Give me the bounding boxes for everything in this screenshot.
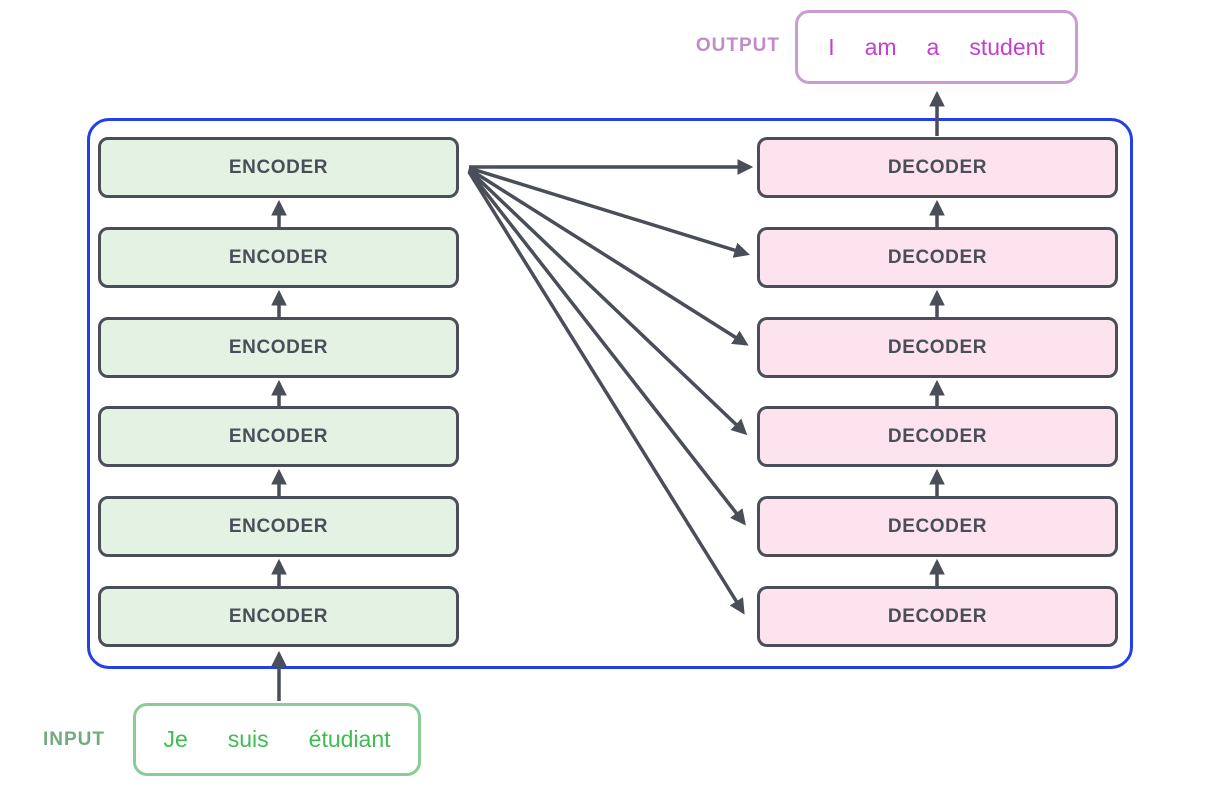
input-token: Je (163, 726, 188, 752)
decoder-label: DECODER (887, 246, 988, 268)
encoder-decoder-container (87, 118, 1133, 669)
input-token: étudiant (308, 726, 391, 752)
encoder-block: ENCODER (98, 317, 459, 378)
input-label: INPUT (43, 729, 105, 750)
encoder-block: ENCODER (98, 227, 459, 288)
decoder-block: DECODER (757, 137, 1118, 198)
decoder-label: DECODER (887, 336, 988, 358)
output-token: am (864, 33, 897, 60)
output-token: a (926, 33, 940, 60)
encoder-block: ENCODER (98, 137, 459, 198)
encoder-label: ENCODER (228, 425, 329, 447)
encoder-label: ENCODER (228, 336, 329, 358)
decoder-block: DECODER (757, 227, 1118, 288)
output-label: OUTPUT (695, 35, 780, 56)
decoder-block: DECODER (757, 317, 1118, 378)
decoder-block: DECODER (757, 496, 1118, 557)
output-token: student (969, 33, 1045, 60)
decoder-label: DECODER (887, 515, 988, 537)
encoder-block: ENCODER (98, 496, 459, 557)
decoder-label: DECODER (887, 605, 988, 627)
encoder-label: ENCODER (228, 515, 329, 537)
decoder-block: DECODER (757, 586, 1118, 647)
encoder-label: ENCODER (228, 605, 329, 627)
encoder-block: ENCODER (98, 586, 459, 647)
input-box: Je suis étudiant (133, 703, 421, 776)
decoder-label: DECODER (887, 156, 988, 178)
encoder-label: ENCODER (228, 156, 329, 178)
encoder-block: ENCODER (98, 406, 459, 467)
encoder-label: ENCODER (228, 246, 329, 268)
decoder-label: DECODER (887, 425, 988, 447)
output-token: I (828, 33, 835, 60)
decoder-block: DECODER (757, 406, 1118, 467)
output-box: I am a student (795, 10, 1078, 84)
input-token: suis (227, 726, 269, 752)
